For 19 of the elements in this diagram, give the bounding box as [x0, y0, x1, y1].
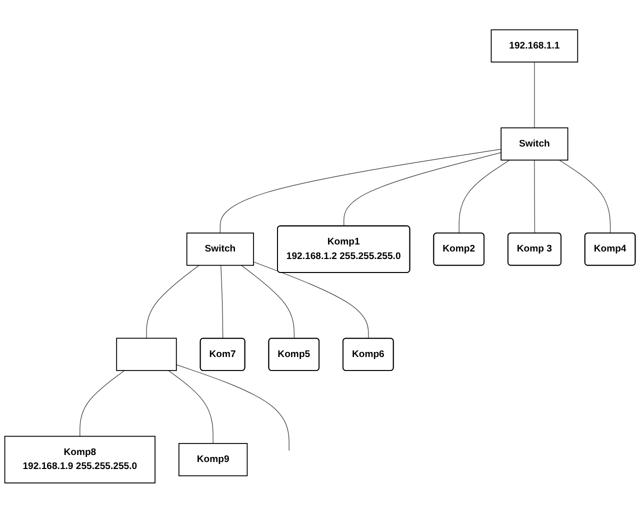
connector [534, 61, 535, 128]
node-box [116, 337, 177, 371]
connector [146, 264, 200, 338]
connector [80, 370, 125, 436]
connector [344, 152, 502, 226]
connector [559, 159, 611, 234]
node-box: Switch [500, 127, 568, 160]
connector [253, 261, 369, 338]
node-box: Komp8 192.168.1.9 255.255.255.0 [4, 436, 156, 484]
connector [534, 159, 536, 234]
node-box: Switch [186, 232, 254, 266]
node-box: 192.168.1.1 [490, 28, 578, 62]
connector [458, 159, 510, 234]
connector [220, 264, 224, 338]
connector [220, 148, 502, 233]
connector [241, 264, 294, 338]
connector [168, 370, 214, 444]
connector [176, 364, 290, 451]
node-box: Komp9 [178, 442, 248, 476]
